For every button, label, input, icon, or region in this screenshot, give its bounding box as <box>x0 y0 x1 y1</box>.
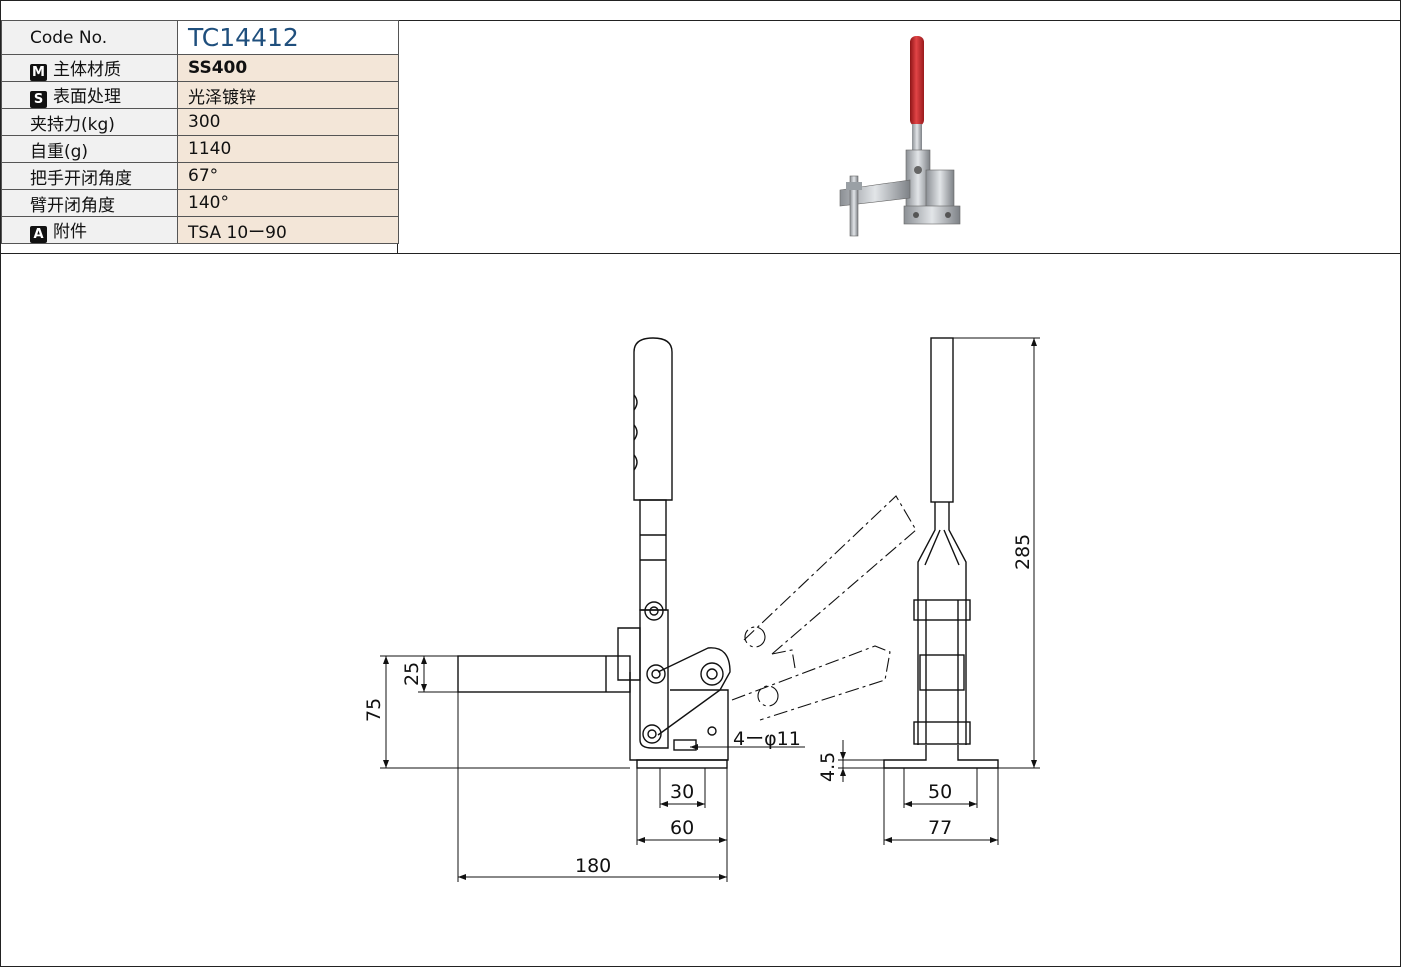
surface-badge-icon: S <box>30 91 47 108</box>
front-handle <box>930 337 954 503</box>
spec-value: 1140 <box>177 135 399 163</box>
dim-60: 60 <box>670 817 694 839</box>
code-value: TC14412 <box>177 20 399 55</box>
dim-25: 25 <box>401 662 423 686</box>
spindle <box>849 175 859 237</box>
spec-row-code: Code No. TC14412 <box>1 20 399 55</box>
spec-value: TSA 10ー90 <box>177 216 399 244</box>
clamp-bar <box>457 655 631 693</box>
code-label: Code No. <box>1 20 178 55</box>
spec-value: 140° <box>177 189 399 217</box>
spec-row-weight: 自重(g) 1140 <box>1 135 399 163</box>
dim-30: 30 <box>670 781 694 803</box>
spec-label: 把手开闭角度 <box>1 162 178 190</box>
dim-50: 50 <box>928 781 952 803</box>
base-plate <box>903 205 961 225</box>
spec-label: 臂开闭角度 <box>1 189 178 217</box>
material-badge-icon: M <box>30 64 47 81</box>
table-bottom-rule <box>0 253 1401 254</box>
spec-label: 夹持力(kg) <box>1 108 178 136</box>
spec-value: 67° <box>177 162 399 190</box>
dim-77: 77 <box>928 817 952 839</box>
handle-shank <box>912 124 922 154</box>
spec-label: 自重(g) <box>1 135 178 163</box>
technical-drawing: 25 75 30 60 180 4ーφ11 4.5 50 77 285 <box>363 337 1040 882</box>
red-handle-grip <box>910 36 924 126</box>
dim-75: 75 <box>363 698 385 722</box>
dim-holes: 4ーφ11 <box>733 728 801 750</box>
spec-row-handle-angle: 把手开闭角度 67° <box>1 162 399 190</box>
dim-285: 285 <box>1012 534 1034 570</box>
handle-outline <box>633 337 673 501</box>
dim-4-5: 4.5 <box>817 752 839 782</box>
spec-value: SS400 <box>177 54 399 82</box>
top-rule <box>0 20 1401 21</box>
spec-row-force: 夹持力(kg) 300 <box>1 108 399 136</box>
spec-value: 300 <box>177 108 399 136</box>
spec-row-arm-angle: 臂开闭角度 140° <box>1 189 399 217</box>
spec-value: 光泽镀锌 <box>177 81 399 109</box>
product-photo <box>839 36 961 237</box>
accessory-badge-icon: A <box>30 226 47 243</box>
dim-180: 180 <box>575 855 611 877</box>
